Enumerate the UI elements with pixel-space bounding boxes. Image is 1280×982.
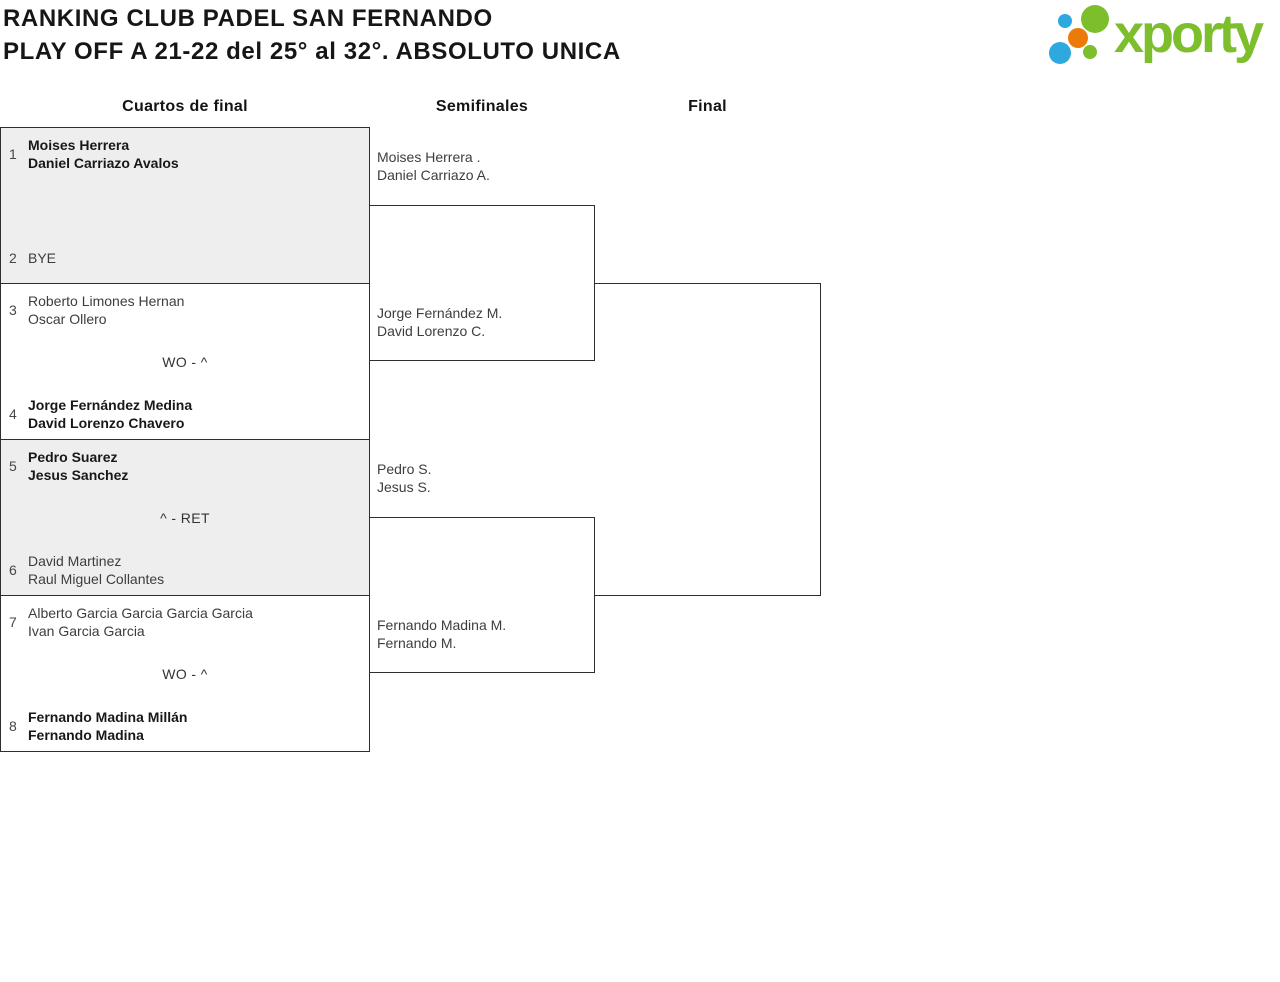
seed-number: 8 [9,718,17,734]
team-names: Pedro Suarez Jesus Sanchez [28,448,128,484]
player-name: Daniel Carriazo A. [377,167,490,183]
player-name: Fernando Madina Millán [28,709,188,725]
final-match-box [594,283,821,596]
column-header-final: Final [688,98,727,115]
quarterfinal-match-4: 7 Alberto Garcia Garcia Garcia Garcia Iv… [0,595,370,752]
team-names: BYE [28,240,56,276]
team-slot: 7 Alberto Garcia Garcia Garcia Garcia Iv… [9,604,363,640]
semifinal-2-team-top: Pedro S. Jesus S. [377,460,431,496]
player-name: Pedro Suarez [28,449,118,465]
player-name: Jorge Fernández M. [377,305,503,321]
player-name: Fernando M. [377,635,457,651]
player-name: Daniel Carriazo Avalos [28,155,179,171]
xporty-logo[interactable]: xporty [1046,0,1280,75]
player-name: Jorge Fernández Medina [28,397,193,413]
seed-number: 5 [9,458,17,474]
player-name: David Lorenzo C. [377,323,486,339]
team-names: Moises Herrera Daniel Carriazo Avalos [28,136,179,172]
team-names: Fernando Madina Millán Fernando Madina [28,708,187,744]
seed-number: 4 [9,406,17,422]
quarterfinal-match-1: 1 Moises Herrera Daniel Carriazo Avalos … [0,127,370,284]
team-slot: 5 Pedro Suarez Jesus Sanchez [9,448,363,484]
team-slot: 4 Jorge Fernández Medina David Lorenzo C… [9,396,363,432]
player-name: David Martinez [28,553,122,569]
seed-number: 3 [9,302,17,318]
team-names: Roberto Limones Hernan Oscar Ollero [28,292,184,328]
player-name: Moises Herrera [28,137,130,153]
column-header-quarterfinals: Cuartos de final [122,98,248,115]
page-title: RANKING CLUB PADEL SAN FERNANDO PLAY OFF… [3,2,621,68]
match-result: WO - ^ [162,665,208,682]
xporty-wordmark: xporty [1114,4,1264,64]
team-slot: 2 BYE [9,240,363,276]
player-name: Pedro S. [377,461,432,477]
player-name: Roberto Limones Hernan [28,293,185,309]
team-slot: 6 David Martinez Raul Miguel Collantes [9,552,363,588]
seed-number: 6 [9,562,17,578]
player-name: Jesus Sanchez [28,467,129,483]
semifinal-1-team-top: Moises Herrera . Daniel Carriazo A. [377,148,490,184]
semifinal-2-team-bottom: Fernando Madina M. Fernando M. [377,616,506,652]
player-name: Jesus S. [377,479,431,495]
player-name: Moises Herrera . [377,149,481,165]
team-names: Alberto Garcia Garcia Garcia Garcia Ivan… [28,604,253,640]
team-slot: 3 Roberto Limones Hernan Oscar Ollero [9,292,363,328]
quarterfinal-match-2: 3 Roberto Limones Hernan Oscar Ollero WO… [0,283,370,440]
player-name: Fernando Madina [28,727,144,743]
player-name: David Lorenzo Chavero [28,415,185,431]
seed-number: 2 [9,250,17,266]
player-name: Raul Miguel Collantes [28,571,165,587]
player-name: BYE [28,250,57,266]
semifinal-1-team-bottom: Jorge Fernández M. David Lorenzo C. [377,304,502,340]
seed-number: 7 [9,614,17,630]
xporty-logo-icon: xporty [1049,4,1267,64]
match-result: WO - ^ [162,353,208,370]
team-names: Jorge Fernández Medina David Lorenzo Cha… [28,396,192,432]
title-line-2: PLAY OFF A 21-22 del 25° al 32°. ABSOLUT… [3,38,621,65]
player-name: Alberto Garcia Garcia Garcia Garcia [28,605,253,621]
player-name: Oscar Ollero [28,311,107,327]
column-header-semifinals: Semifinales [435,98,529,115]
team-slot: 8 Fernando Madina Millán Fernando Madina [9,708,363,744]
player-name: Fernando Madina M. [377,617,507,633]
player-name: Ivan Garcia Garcia [28,623,145,639]
match-result: ^ - RET [160,509,210,526]
team-names: David Martinez Raul Miguel Collantes [28,552,164,588]
title-line-1: RANKING CLUB PADEL SAN FERNANDO [3,5,493,32]
seed-number: 1 [9,146,17,162]
team-slot: 1 Moises Herrera Daniel Carriazo Avalos [9,136,363,172]
quarterfinal-match-3: 5 Pedro Suarez Jesus Sanchez ^ - RET 6 D… [0,439,370,596]
